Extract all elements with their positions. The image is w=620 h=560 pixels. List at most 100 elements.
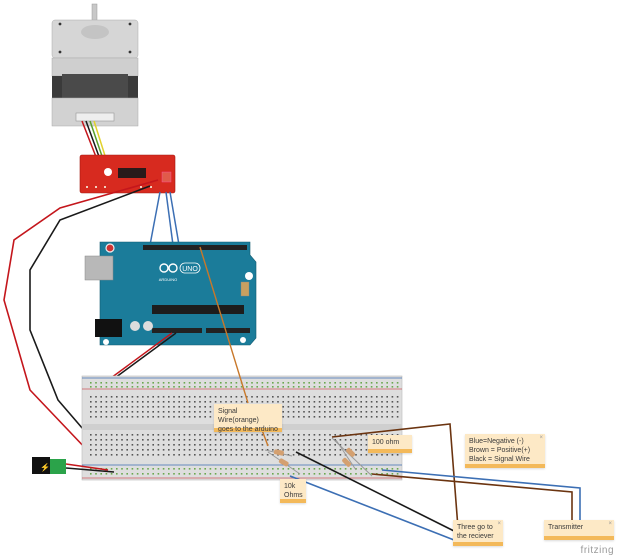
- breadboard-hole: [329, 449, 331, 451]
- breadboard-hole: [220, 396, 222, 398]
- breadboard-hole: [376, 454, 378, 456]
- breadboard-hole: [298, 406, 300, 408]
- breadboard-hole: [313, 411, 316, 413]
- note-resistor-10k[interactable]: 10k Ohms: [280, 479, 306, 503]
- note-wire-legend[interactable]: × Blue=Negative (-) Brown = Positive(+) …: [465, 434, 545, 468]
- breadboard-hole: [308, 439, 310, 441]
- arduino-uno[interactable]: UNO ARDUINO: [84, 241, 257, 346]
- breadboard-hole: [178, 386, 180, 388]
- breadboard-hole: [225, 439, 227, 441]
- note-receiver[interactable]: × Three go to the reciever: [453, 520, 503, 546]
- breadboard-hole: [313, 468, 316, 470]
- breadboard-hole: [204, 401, 206, 403]
- resistor-10k[interactable]: [264, 449, 301, 475]
- breadboard-hole: [100, 449, 102, 451]
- breadboard-hole: [116, 406, 118, 408]
- breadboard-hole: [142, 382, 144, 384]
- note-resize-icon[interactable]: ×: [539, 435, 543, 441]
- breadboard-hole: [360, 468, 362, 470]
- breadboard-hole: [272, 439, 274, 441]
- breadboard-hole: [126, 449, 128, 451]
- breadboard-hole: [324, 468, 326, 470]
- note-resize-icon[interactable]: ×: [497, 521, 501, 527]
- breadboard-hole: [287, 473, 290, 475]
- breadboard-hole: [303, 411, 305, 413]
- breadboard-hole: [344, 473, 347, 475]
- breadboard-hole: [230, 468, 232, 470]
- breadboard-hole: [251, 401, 253, 403]
- breadboard-hole: [183, 396, 186, 398]
- breadboard-hole: [90, 416, 92, 418]
- breadboard-hole: [277, 473, 279, 475]
- breadboard-hole: [344, 396, 347, 398]
- breadboard-hole: [100, 434, 102, 436]
- reset-button[interactable]: [105, 243, 115, 253]
- breadboard-hole: [230, 434, 232, 436]
- breadboard-hole: [90, 473, 92, 475]
- breadboard[interactable]: [81, 375, 403, 481]
- breadboard-hole: [230, 449, 232, 451]
- breadboard-hole: [136, 468, 139, 470]
- breadboard-hole: [365, 396, 368, 398]
- breadboard-hole: [344, 439, 347, 441]
- breadboard-hole: [396, 416, 399, 418]
- breadboard-hole: [152, 439, 154, 441]
- breadboard-hole: [225, 382, 227, 384]
- breadboard-hole: [365, 406, 368, 408]
- breadboard-hole: [178, 411, 180, 413]
- note-resistor-100[interactable]: 100 ohm: [368, 435, 412, 453]
- breadboard-hole: [204, 454, 206, 456]
- breadboard-hole: [240, 386, 243, 388]
- breadboard-hole: [199, 449, 201, 451]
- breadboard-hole: [209, 406, 212, 408]
- breadboard-hole: [188, 406, 191, 408]
- breadboard-hole: [157, 406, 160, 408]
- note-transmitter[interactable]: × Transmitter: [544, 520, 614, 540]
- breadboard-hole: [126, 406, 128, 408]
- breadboard-hole: [220, 468, 222, 470]
- breadboard-hole: [105, 411, 108, 413]
- breadboard-hole: [292, 396, 295, 398]
- breadboard-hole: [235, 386, 238, 388]
- dc-power-jack[interactable]: ⚡: [32, 457, 66, 474]
- breadboard-hole: [240, 439, 243, 441]
- breadboard-hole: [334, 468, 336, 470]
- breadboard-hole: [261, 444, 264, 446]
- breadboard-hole: [131, 396, 134, 398]
- breadboard-hole: [396, 411, 399, 413]
- stepper-driver-board[interactable]: [79, 154, 176, 194]
- transmitter-negative-wire: [381, 469, 581, 530]
- breadboard-hole: [100, 454, 102, 456]
- breadboard-hole: [178, 406, 180, 408]
- breadboard-hole: [168, 454, 170, 456]
- breadboard-hole: [251, 382, 253, 384]
- breadboard-hole: [142, 386, 144, 388]
- breadboard-hole: [355, 386, 357, 388]
- resistor-100ohm[interactable]: [331, 437, 373, 477]
- breadboard-hole: [90, 386, 92, 388]
- breadboard-hole: [360, 454, 362, 456]
- breadboard-hole: [251, 386, 253, 388]
- breadboard-hole: [147, 411, 149, 413]
- breadboard-hole: [261, 401, 264, 403]
- note-resize-icon[interactable]: ×: [608, 521, 612, 527]
- breadboard-hole: [344, 444, 347, 446]
- breadboard-hole: [308, 382, 310, 384]
- breadboard-hole: [162, 473, 165, 475]
- breadboard-hole: [188, 468, 191, 470]
- breadboard-hole: [256, 434, 258, 436]
- breadboard-hole: [313, 416, 316, 418]
- breadboard-hole: [162, 434, 165, 436]
- stepper-motor[interactable]: [51, 3, 139, 127]
- breadboard-hole: [386, 406, 388, 408]
- breadboard-hole: [126, 401, 128, 403]
- breadboard-hole: [100, 406, 102, 408]
- breadboard-hole: [308, 401, 310, 403]
- breadboard-hole: [199, 468, 201, 470]
- breadboard-hole: [386, 473, 388, 475]
- note-signal-wire[interactable]: Signal Wire(orange) goes to the arduino: [214, 404, 282, 433]
- note-text-line: Transmitter: [548, 524, 584, 531]
- breadboard-hole: [355, 449, 357, 451]
- breadboard-hole: [194, 444, 196, 446]
